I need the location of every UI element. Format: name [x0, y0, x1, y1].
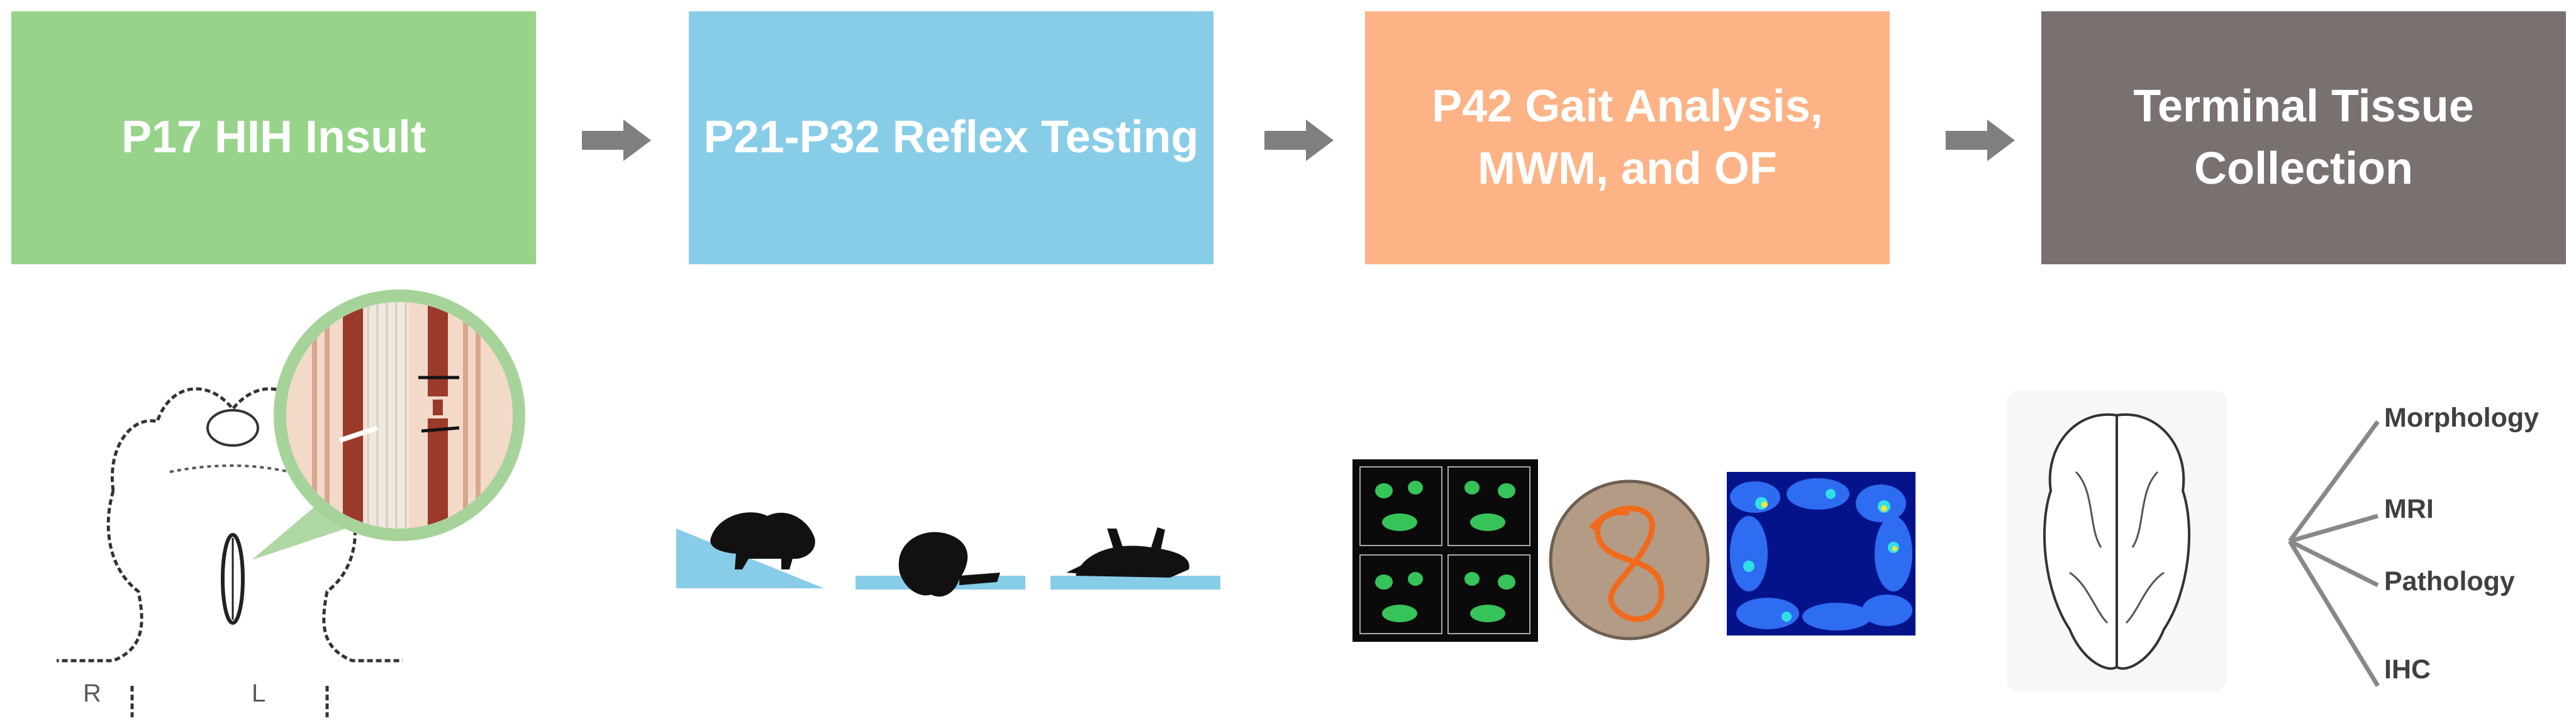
stage-label-line1: P42 Gait Analysis, [1432, 81, 1823, 132]
stage-box-behavior: P42 Gait Analysis, MWM, and OF [1365, 11, 1890, 264]
brain-outline-icon [2007, 390, 2380, 692]
outcome-morphology: Morphology [2384, 403, 2540, 433]
right-arrow-icon [1264, 120, 1334, 161]
right-arrow-icon [582, 120, 651, 161]
outcome-mri: MRI [2384, 494, 2434, 524]
stage-label-line1: Terminal Tissue [2133, 81, 2474, 132]
outcome-pathology: Pathology [2384, 566, 2515, 596]
stage-label-line2: MWM, and OF [1478, 143, 1777, 194]
outcome-ihc: IHC [2384, 654, 2431, 685]
stage-box-hih-insult: P17 HIH Insult [11, 11, 536, 264]
rat-neck-surgery-illustration [57, 289, 525, 717]
pup-reflex-silhouettes [676, 512, 1220, 597]
stage-label-line1: P17 HIH Insult [121, 112, 427, 163]
stage-label-line1: P21-P32 Reflex Testing [703, 112, 1199, 163]
stage-box-reflex-testing: P21-P32 Reflex Testing [689, 11, 1213, 264]
stage-box-tissue-collection: Terminal Tissue Collection [2041, 11, 2566, 264]
behavior-tracking-panels [1352, 459, 1915, 642]
right-side-label: R [83, 680, 101, 707]
stage-label-line2: Collection [2194, 143, 2413, 194]
left-side-label: L [252, 680, 266, 707]
right-arrow-icon [1946, 120, 2015, 161]
